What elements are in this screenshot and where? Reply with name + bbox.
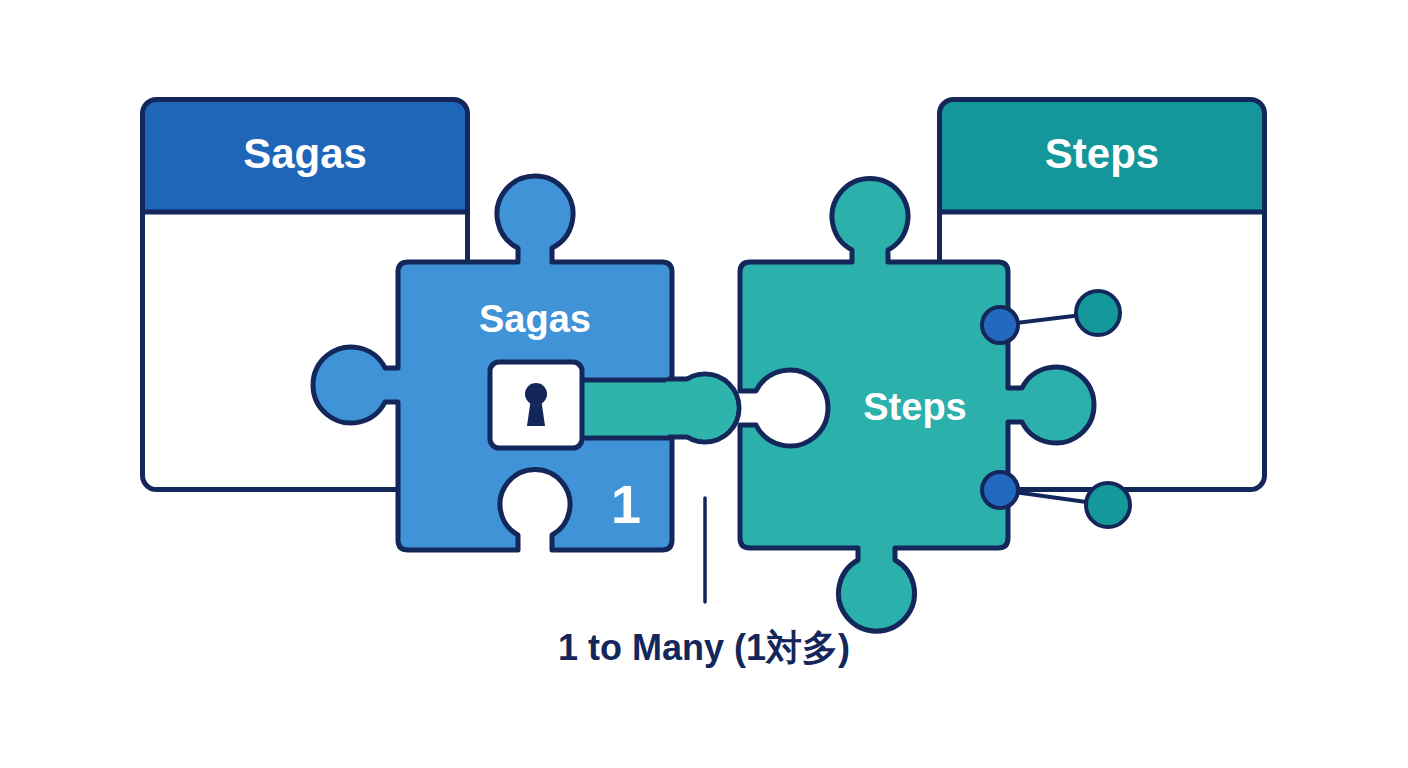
table-header: Steps	[937, 97, 1267, 212]
leader-line	[703, 498, 707, 602]
cardinality-number: 1	[603, 470, 649, 540]
puzzle-connector	[666, 374, 739, 442]
puzzle-piece: Sagas 1	[312, 175, 672, 552]
relationship-label: 1 to Many (1対多)	[404, 620, 1004, 676]
piece-title: Sagas	[440, 292, 630, 347]
piece-title: Steps	[840, 380, 990, 436]
table-header: Sagas	[140, 97, 470, 212]
puzzle-piece: Steps	[738, 175, 1110, 607]
